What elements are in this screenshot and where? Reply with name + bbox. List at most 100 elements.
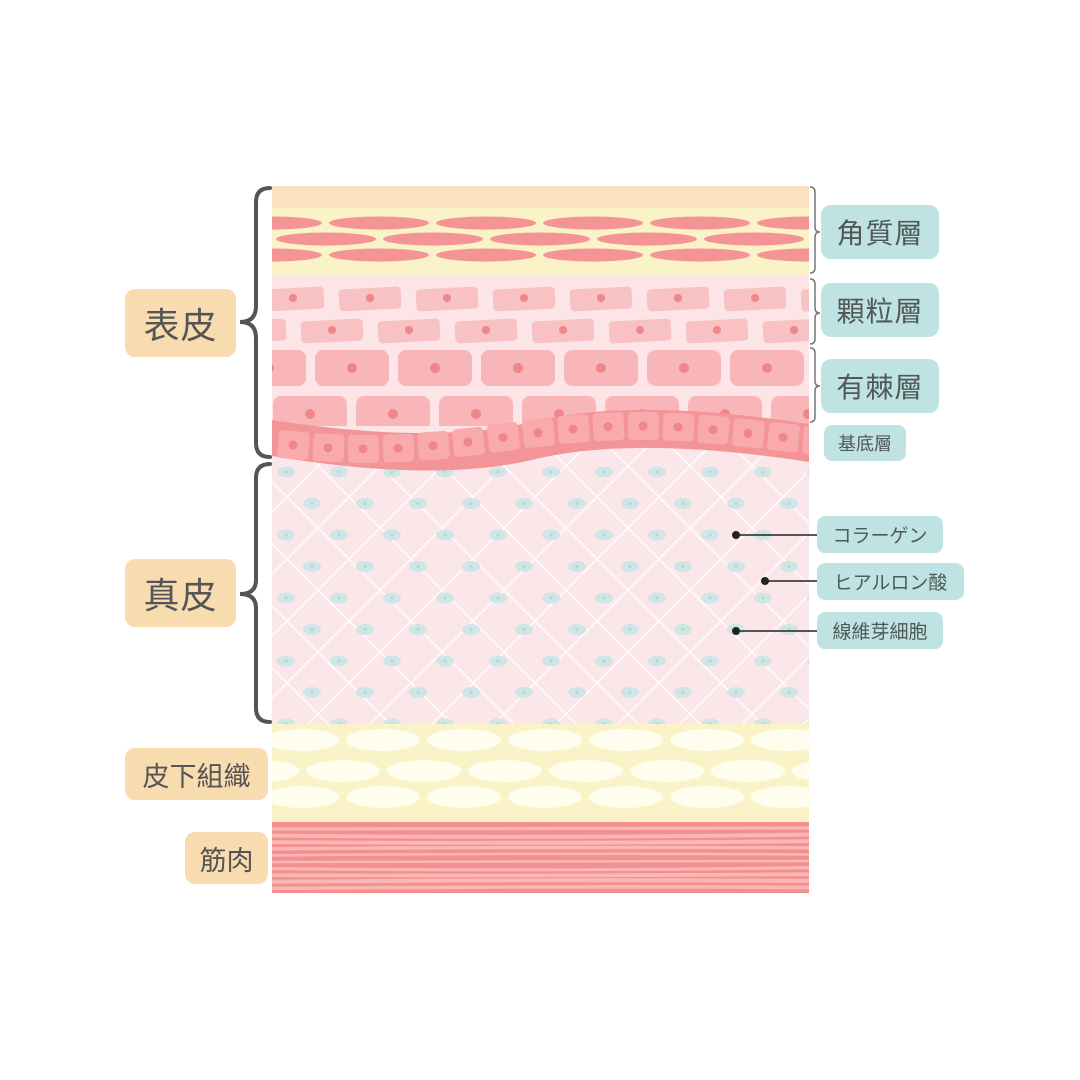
muscle-fiber (272, 859, 809, 864)
cell-nucleus (443, 294, 451, 302)
muscle-fiber (272, 832, 809, 839)
corneum-cell (329, 248, 429, 262)
fibroblast-nucleus (469, 501, 473, 506)
fibroblast-nucleus (761, 596, 765, 600)
fibroblast-nucleus (416, 627, 420, 632)
cell-nucleus (272, 364, 274, 372)
fat-cell (272, 786, 339, 808)
muscle-fiber (272, 845, 809, 851)
cell-nucleus (636, 326, 644, 334)
label-stratum-granulosum: 顆粒層 (821, 283, 939, 337)
label-fibroblast: 線維芽細胞 (817, 612, 943, 649)
cell-nucleus (305, 409, 315, 419)
fat-cell (711, 760, 785, 782)
fibroblast-nucleus (628, 690, 632, 695)
fibroblast-nucleus (549, 722, 553, 724)
fat-cell (346, 729, 420, 751)
fibroblast-nucleus (575, 690, 579, 695)
collagen-fiber (353, 439, 655, 724)
cell-nucleus (790, 326, 798, 334)
cell-nucleus (405, 326, 413, 334)
collagen-fiber (272, 439, 345, 724)
corneum-cell (383, 232, 483, 246)
fibroblast-nucleus (522, 564, 526, 569)
fibroblast-nucleus (602, 470, 606, 474)
fibroblast-nucleus (496, 533, 500, 537)
collagen-fiber (0, 440, 96, 740)
cell-nucleus (713, 326, 721, 334)
fibroblast-nucleus (390, 596, 394, 600)
fibroblast-nucleus (814, 659, 817, 662)
corneum-cell (757, 248, 809, 262)
label-muscle: 筋肉 (185, 832, 268, 884)
fibroblast-nucleus (681, 690, 685, 695)
cell-nucleus (471, 409, 481, 419)
fibroblast-nucleus (787, 690, 791, 695)
collagen-fiber (974, 440, 1080, 740)
cell-nucleus (388, 409, 398, 419)
fibroblast-dot (807, 466, 809, 478)
fibroblast-nucleus (549, 659, 553, 663)
label-subcutaneous-tissue: 皮下組織 (125, 748, 268, 800)
collagen-fiber (272, 439, 345, 724)
muscle-fiber-stripes (272, 826, 809, 891)
fibroblast-nucleus (416, 690, 420, 695)
fibroblast-nucleus (363, 627, 367, 632)
muscle-fiber (272, 885, 809, 891)
stratum-spinosum-brace (809, 347, 821, 423)
fibroblast-nucleus (310, 564, 314, 569)
fibroblast-nucleus (443, 470, 447, 474)
fibroblast-dot (436, 718, 454, 724)
fibroblast-nucleus (496, 470, 500, 474)
fibroblast-nucleus (549, 596, 553, 600)
fibroblast-nucleus (337, 596, 341, 600)
fibroblast-nucleus (522, 627, 526, 632)
corneum-cell (276, 232, 376, 246)
fibroblast-nucleus (443, 533, 447, 537)
stratum-corneum-brace (809, 186, 821, 274)
collagen-fiber (539, 439, 809, 724)
fibroblast-nucleus (284, 596, 288, 600)
fat-cell (306, 760, 380, 782)
fibroblast-nucleus (496, 722, 500, 724)
muscle-fiber (272, 852, 809, 857)
corneum-cell (543, 248, 643, 262)
collagen-fiber (1036, 440, 1080, 740)
label-stratum-spinosum: 有棘層 (821, 359, 939, 413)
fibroblast-nucleus (628, 627, 632, 632)
fibroblast-nucleus (284, 722, 288, 724)
hyaluronic-pointer-dot (761, 577, 769, 585)
cell-nucleus (603, 422, 613, 432)
fibroblast-nucleus (602, 659, 606, 663)
fat-cell (589, 786, 663, 808)
cell-nucleus (596, 363, 606, 373)
collagen-fiber (725, 439, 809, 724)
fibroblast-dot (330, 718, 348, 724)
fibroblast-nucleus (337, 722, 341, 724)
fat-cell (427, 786, 501, 808)
fibroblast-nucleus (575, 564, 579, 569)
fibroblast-nucleus (496, 596, 500, 600)
corneum-cell (543, 216, 643, 230)
fibroblast-nucleus (522, 501, 526, 506)
cell-nucleus (328, 326, 336, 334)
fat-cell (589, 729, 663, 751)
fibroblast-nucleus (337, 659, 341, 663)
fibroblast-nucleus (602, 596, 606, 600)
stratum-corneum-top-band (272, 186, 809, 208)
stratum-basale-cells (277, 411, 809, 463)
cell-nucleus (463, 437, 473, 447)
cell-nucleus (288, 440, 298, 450)
fibroblast-nucleus (655, 659, 659, 663)
fibroblast-dot (277, 718, 295, 724)
dermis-layer (272, 438, 809, 724)
fibroblast-nucleus (496, 659, 500, 663)
cell-nucleus (568, 424, 578, 434)
fibroblast-nucleus (522, 690, 526, 695)
corneum-cell (490, 232, 590, 246)
fibroblast-nucleus (814, 722, 817, 725)
dermis-brace (239, 462, 272, 724)
fibroblast-nucleus (761, 659, 765, 663)
collagen-fiber (601, 439, 809, 724)
label-dermis: 真皮 (125, 559, 236, 627)
